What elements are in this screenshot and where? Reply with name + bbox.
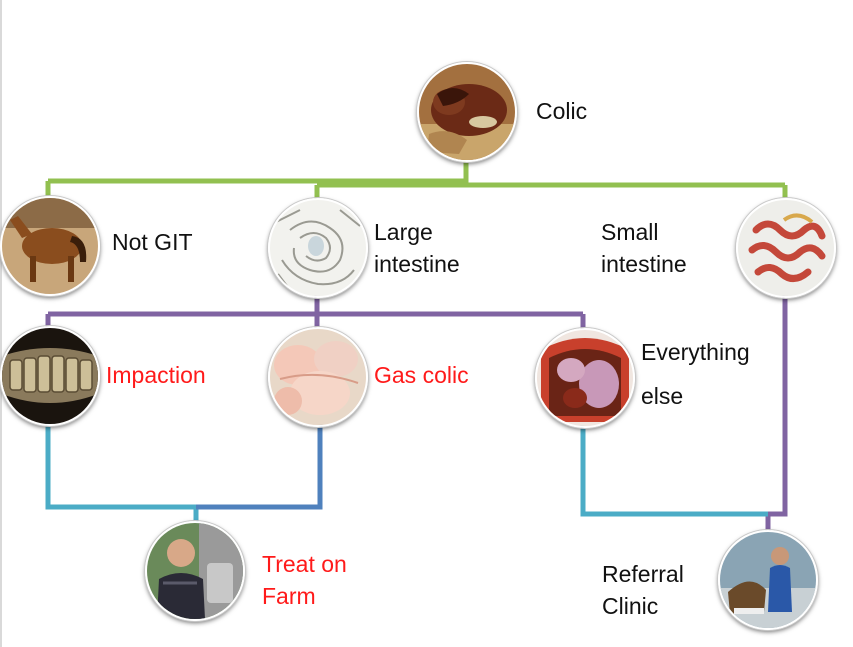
small-intestine-label-line-1: Small [601, 219, 659, 245]
large-intestine-label: Large intestine [374, 216, 460, 280]
small-intestine-label: Small intestine [601, 216, 687, 280]
referral-clinic-label: Referral Clinic [602, 558, 684, 622]
not-git-pony-icon [0, 196, 100, 296]
referral-clinic-label-line-1: Referral [602, 561, 684, 587]
treat-on-farm-label-line-1: Treat on [262, 551, 347, 577]
connector-small-to-referral [765, 295, 788, 532]
small-intestine-drawing-icon [736, 198, 836, 298]
gas-colic-bowel-icon [268, 327, 368, 427]
connector-gas-to-treat [196, 424, 323, 510]
referral-clinic-label-line-2: Clinic [602, 593, 659, 619]
colic-label: Colic [536, 98, 588, 124]
large-intestine-drawing-icon [268, 198, 368, 298]
everything-else-label-line-2: else [641, 383, 684, 409]
impaction-label: Impaction [106, 362, 206, 388]
impaction-xray-icon [0, 326, 100, 426]
not-git-label: Not GIT [112, 229, 193, 255]
slide-left-border [0, 0, 2, 647]
everything-else-label-line-1: Everything [641, 339, 750, 365]
connector-everything-to-referral [580, 424, 768, 517]
treat-on-farm-vet-icon [145, 521, 245, 621]
small-intestine-label-line-2: intestine [601, 251, 687, 277]
colic-photo-icon [417, 62, 517, 162]
referral-clinic-photo-icon [718, 530, 818, 630]
everything-else-label: Everything else [641, 330, 750, 418]
large-intestine-label-line-2: intestine [374, 251, 460, 277]
treat-on-farm-label: Treat on Farm [262, 548, 347, 612]
large-intestine-label-line-1: Large [374, 219, 433, 245]
everything-else-anatomy-icon [535, 328, 635, 428]
treat-on-farm-label-line-2: Farm [262, 583, 316, 609]
connector-top-bar [48, 178, 785, 188]
connector-impaction-to-treat [45, 422, 199, 522]
gas-colic-label: Gas colic [374, 362, 469, 388]
